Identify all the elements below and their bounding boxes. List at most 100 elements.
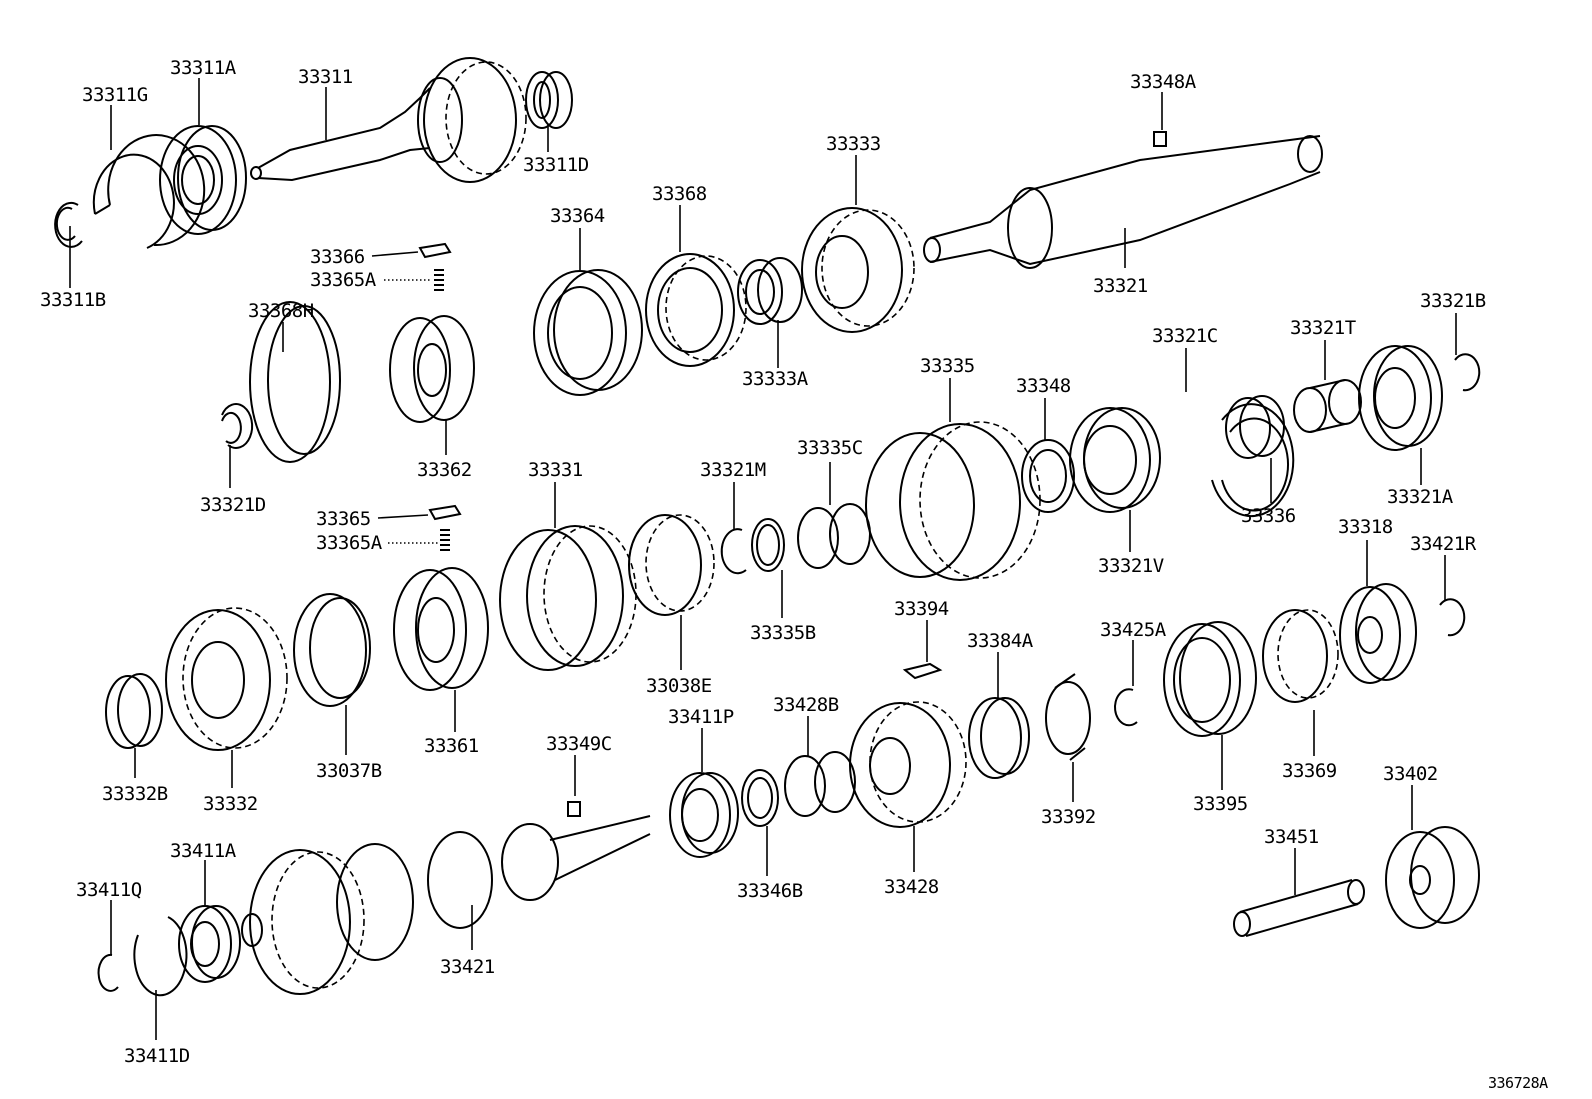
part-key-33365 [428, 504, 462, 521]
label-33311B: 33311B [40, 289, 106, 311]
label-33335B: 33335B [750, 622, 816, 644]
part-spring-33365A-lower [440, 529, 450, 551]
part-ring-33346B [741, 769, 779, 827]
part-ring-33335B [751, 518, 785, 572]
part-clutch-hub-33361 [393, 567, 489, 691]
part-needle-bearing-33333A [737, 257, 803, 325]
label-33451: 33451 [1264, 826, 1319, 848]
part-shaft-33451 [1233, 879, 1365, 937]
label-33384A: 33384A [967, 630, 1034, 652]
label-33392: 33392 [1041, 806, 1096, 828]
part-synchro-ring-33368 [645, 253, 747, 367]
label-33395: 33395 [1193, 793, 1248, 815]
label-33311: 33311 [298, 66, 353, 88]
part-hub-sleeve-33368H [249, 301, 341, 463]
label-33365A-upper: 33365A [310, 269, 377, 291]
label-33311G: 33311G [82, 84, 148, 106]
label-33364: 33364 [550, 205, 605, 227]
label-33361: 33361 [424, 735, 479, 757]
part-spacer-33348 [1021, 439, 1075, 513]
label-33402: 33402 [1383, 763, 1438, 785]
part-needle-bearing-33428B [784, 751, 856, 817]
part-snap-ring-33321M [720, 528, 747, 575]
label-33366: 33366 [310, 246, 365, 268]
label-33421R: 33421R [1410, 533, 1477, 555]
label-33394: 33394 [894, 598, 949, 620]
label-33321: 33321 [1093, 275, 1148, 297]
part-spacer-33321T [1293, 379, 1362, 433]
part-key-33348A [1153, 131, 1167, 147]
part-snap-ring-33425A [1114, 688, 1138, 727]
part-snap-ring-33421R [1439, 598, 1466, 637]
label-33428: 33428 [884, 876, 939, 898]
label-33365: 33365 [316, 508, 371, 530]
part-gear-33335 [865, 421, 1041, 581]
label-33365A-lower: 33365A [316, 532, 383, 554]
part-key-33366 [418, 242, 452, 259]
label-33321V: 33321V [1098, 555, 1164, 577]
part-key-33394 [902, 662, 943, 680]
part-labels: 33311G 33311A 33311 33311D 33311B 33348A… [40, 57, 1549, 1092]
label-33321B: 33321B [1420, 290, 1486, 312]
part-needle-bearing-33311D [525, 71, 573, 129]
part-bearing-33321V [1069, 407, 1161, 513]
part-gear-33333 [801, 207, 915, 333]
part-input-shaft-33311 [250, 57, 527, 183]
label-33428B: 33428B [773, 694, 839, 716]
label-33038E: 33038E [646, 675, 712, 697]
label-33368: 33368 [652, 183, 707, 205]
label-33368H: 33368H [248, 300, 314, 322]
label-33411D: 33411D [124, 1045, 190, 1067]
part-snap-ring-33311B [54, 201, 83, 248]
part-needle-bearing-33332B [105, 673, 163, 749]
label-33348: 33348 [1016, 375, 1071, 397]
label-33333: 33333 [826, 133, 881, 155]
figure-id: 336728A [1488, 1074, 1548, 1092]
label-33335: 33335 [920, 355, 975, 377]
label-33411P: 33411P [668, 706, 734, 728]
part-gear-33428 [849, 701, 967, 828]
label-33335C: 33335C [797, 437, 863, 459]
part-bearing-33321A [1358, 345, 1443, 451]
part-thrust-washer-33037B [293, 593, 371, 707]
part-synchro-ring-33384A [968, 697, 1030, 779]
label-33369: 33369 [1282, 760, 1337, 782]
label-33311A: 33311A [170, 57, 237, 79]
part-snap-ring-33321B [1454, 353, 1481, 392]
part-hub-33318 [1339, 583, 1417, 684]
part-gear-33402 [1385, 826, 1480, 929]
part-snap-ring-33411D [133, 916, 188, 997]
leader-lines [69, 78, 1457, 1040]
part-bearing-33311A [159, 125, 247, 235]
label-33318: 33318 [1338, 516, 1393, 538]
part-bearing-33411A [178, 905, 241, 983]
label-33425A: 33425A [1100, 619, 1167, 641]
label-33362: 33362 [417, 459, 472, 481]
part-snap-ring-33321C [1211, 403, 1295, 518]
label-33336: 33336 [1241, 505, 1296, 527]
label-33348A: 33348A [1130, 71, 1197, 93]
part-sleeve-33395 [1163, 621, 1257, 737]
label-33333A: 33333A [742, 368, 809, 390]
label-33321C: 33321C [1152, 325, 1218, 347]
part-output-shaft-33321 [923, 135, 1323, 269]
label-33349C: 33349C [546, 733, 612, 755]
part-snap-ring-33411Q [97, 953, 119, 992]
label-33321M: 33321M [700, 459, 766, 481]
part-key-33349C [567, 801, 581, 817]
part-needle-bearing-33335C [797, 503, 871, 569]
part-synchro-ring-33369 [1262, 609, 1339, 703]
label-33037B: 33037B [316, 760, 382, 782]
part-synchro-ring-33038E [628, 514, 715, 616]
part-gear-33336 [1225, 395, 1285, 459]
label-33421: 33421 [440, 956, 495, 978]
part-counter-shaft-33421 [241, 815, 651, 995]
part-plate-33392 [1045, 673, 1091, 761]
label-33321D: 33321D [200, 494, 266, 516]
part-gear-33332 [165, 607, 288, 751]
part-clutch-hub-33362 [389, 315, 475, 423]
part-sleeve-33364 [533, 269, 643, 396]
part-snap-ring-33321D [221, 402, 253, 449]
label-33321A: 33321A [1387, 486, 1454, 508]
